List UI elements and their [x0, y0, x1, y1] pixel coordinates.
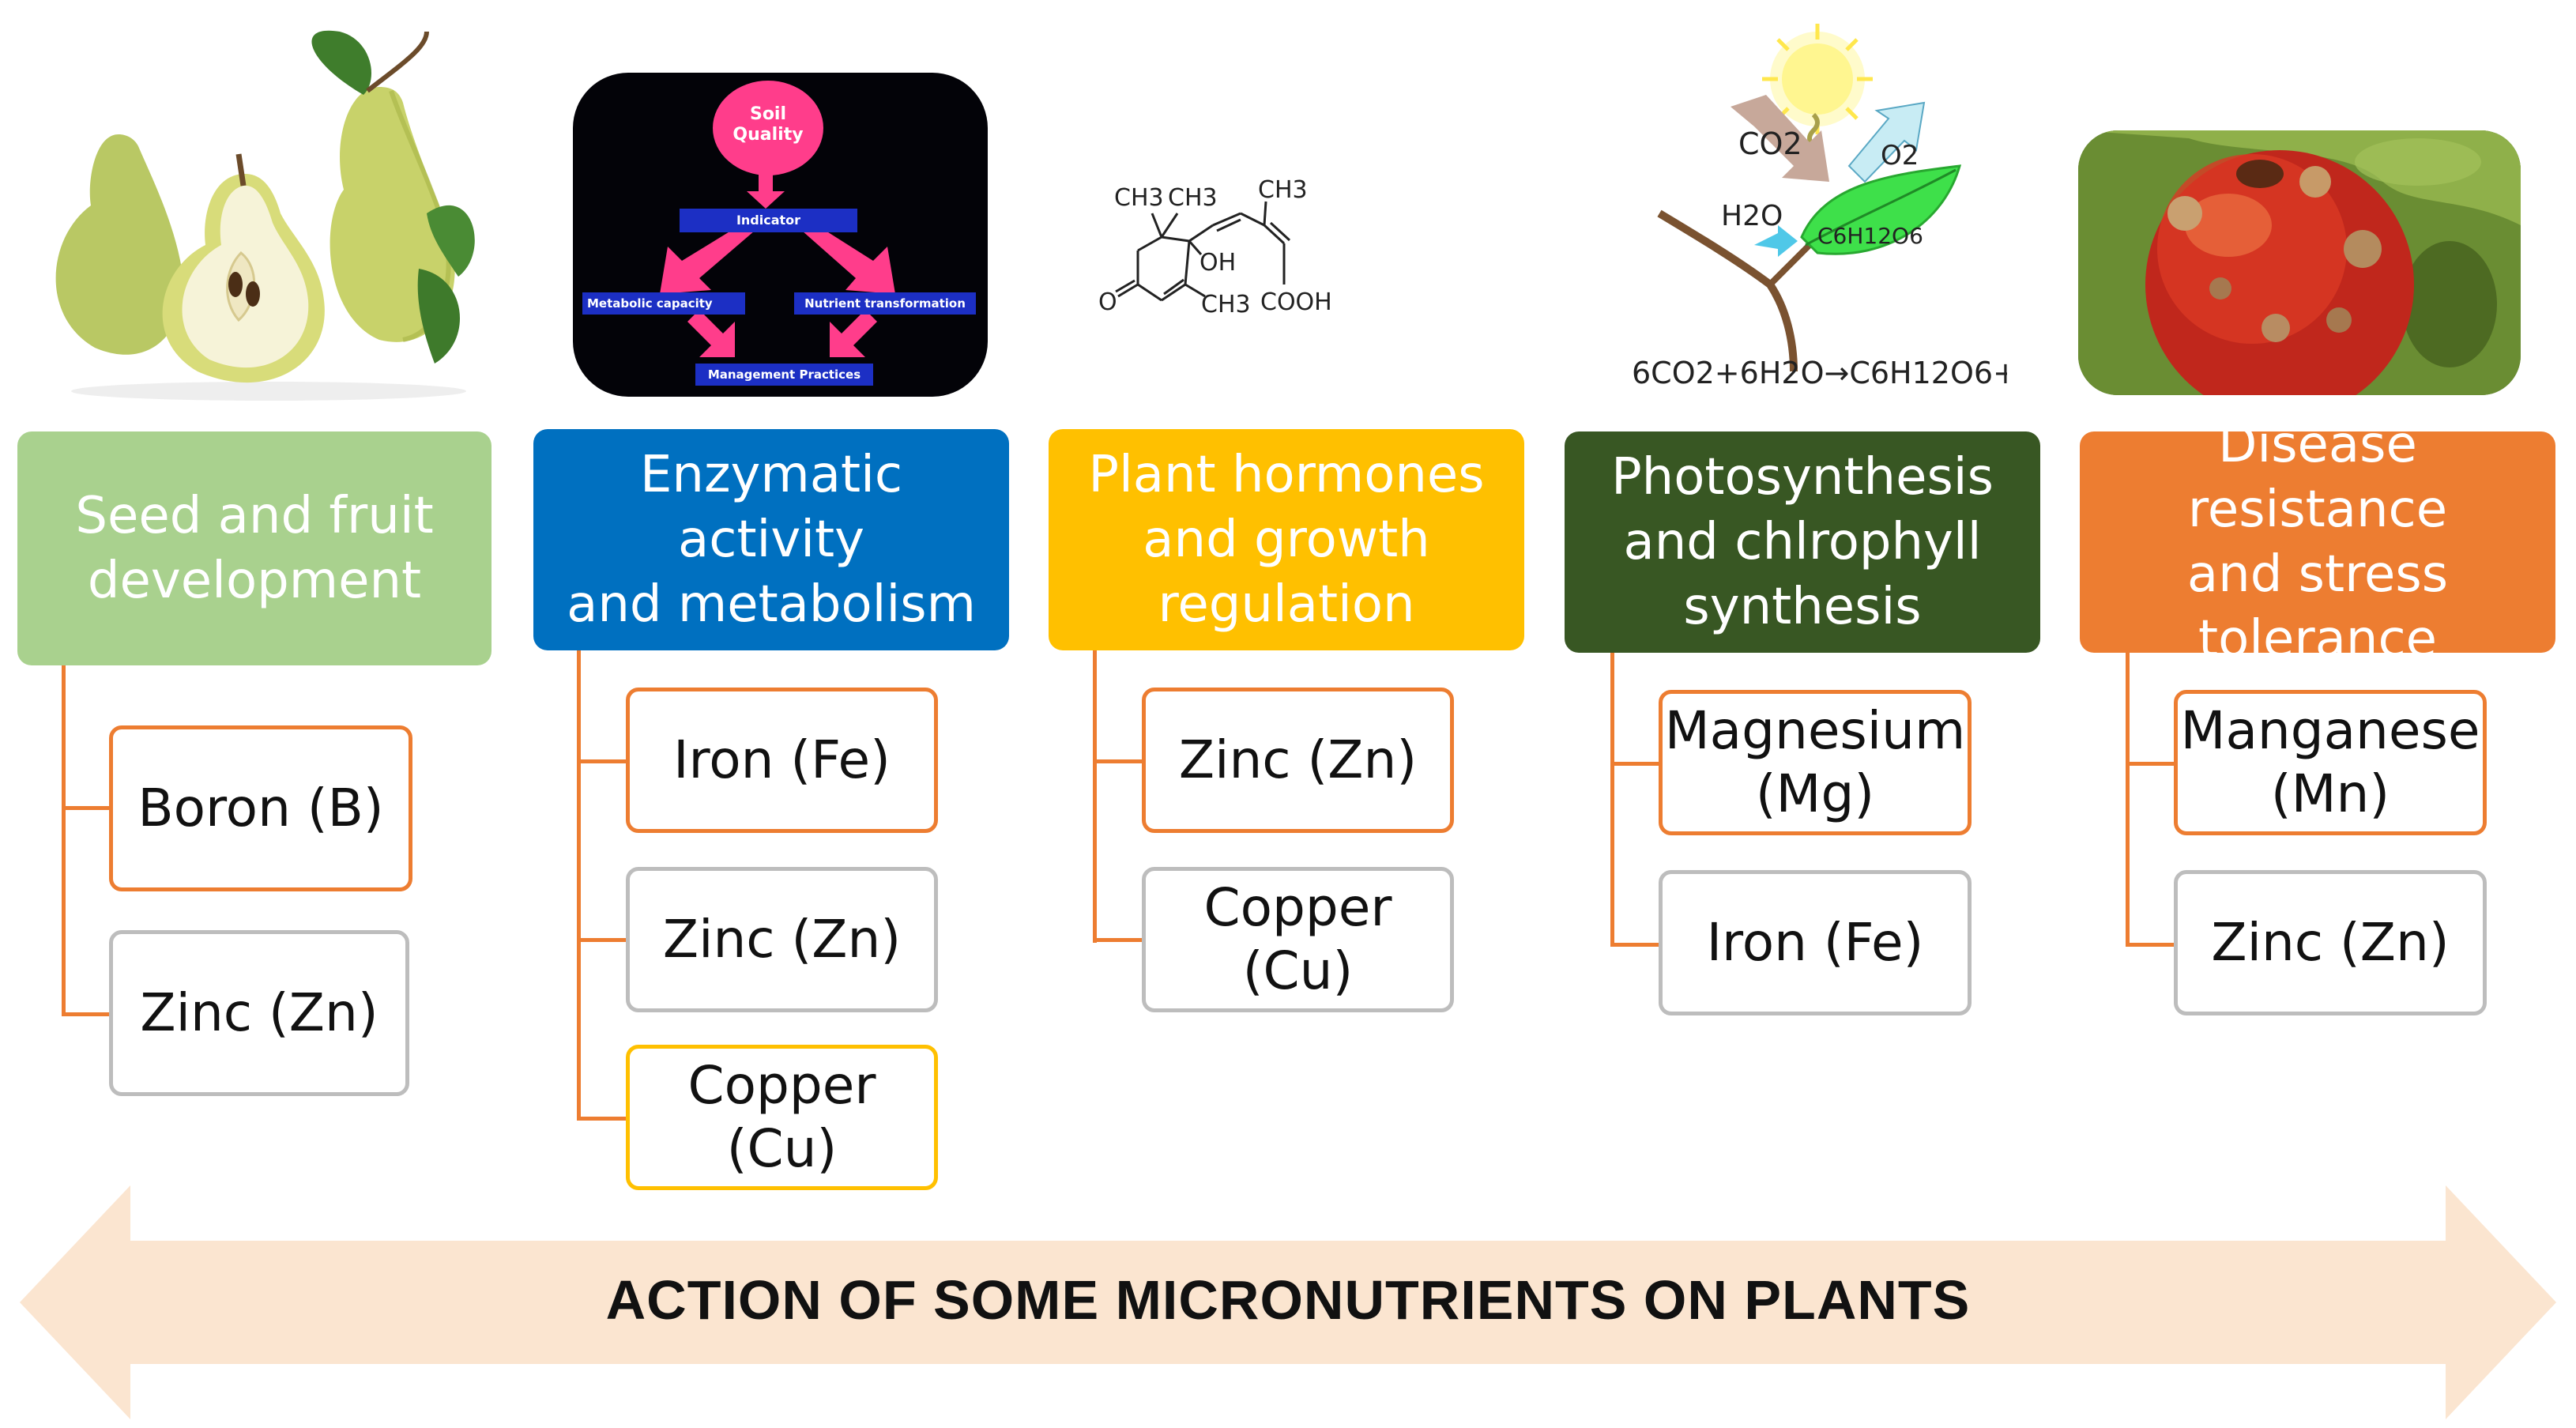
soil-quality-diagram: Soil Quality Indicator Metabolic capacit…: [573, 73, 988, 397]
indicator-bar: Indicator: [680, 209, 857, 232]
nutrient-box-zinc: Zinc (Zn): [626, 867, 938, 1012]
arrow-label: ACTION OF SOME MICRONUTRIENTS ON PLANTS: [605, 1269, 1971, 1331]
diseased-apple-image: [2078, 130, 2521, 395]
connector: [1610, 653, 1614, 947]
o-label: O: [1098, 288, 1117, 316]
oh-label: OH: [1199, 249, 1236, 277]
connector: [1093, 938, 1144, 942]
connector: [62, 665, 66, 1016]
connector: [2126, 762, 2176, 766]
metabolic-capacity-bar: Metabolic capacity: [582, 292, 745, 315]
connector: [577, 759, 628, 763]
soil-diagram-arrows: [660, 81, 895, 357]
cooh-label: COOH: [1260, 288, 1332, 316]
photosynthesis-illustration: CO2 O2 H2O C6H12O6 6CO2+6H2O→C6H12O6+6O2: [1632, 24, 2007, 387]
nutrient-box-zinc: Zinc (Zn): [109, 930, 409, 1096]
nutrient-box-magnesium: Magnesium(Mg): [1659, 690, 1972, 835]
connector: [2126, 943, 2176, 947]
photosynthesis-equation: 6CO2+6H2O→C6H12O6+6O2: [1632, 356, 2007, 387]
nutrient-box-iron: Iron (Fe): [1659, 870, 1972, 1015]
ch3-label-1: CH3: [1114, 184, 1164, 212]
co2-label: CO2: [1738, 126, 1802, 161]
connector: [577, 1117, 628, 1121]
nutrient-box-zinc: Zinc (Zn): [1142, 688, 1454, 833]
connector: [62, 1012, 111, 1016]
nutrient-box-iron: Iron (Fe): [626, 688, 938, 833]
double-arrow: [20, 1185, 2556, 1419]
connector: [62, 806, 111, 810]
connector: [2126, 653, 2130, 947]
ch3-label-4: CH3: [1201, 291, 1251, 318]
connector: [577, 650, 581, 1121]
ch3-label-3: CH3: [1258, 176, 1308, 204]
soil-quality-label: Soil Quality: [733, 104, 804, 145]
nutrient-transformation-bar: Nutrient transformation: [794, 292, 976, 315]
hormone-structure: CH3 CH3 CH3 OH CH3 COOH O: [1098, 176, 1332, 318]
pear-image: [55, 30, 475, 401]
connector: [577, 938, 628, 942]
o2-label: O2: [1881, 140, 1919, 171]
connector: [1610, 762, 1661, 766]
nutrient-box-zinc: Zinc (Zn): [2174, 870, 2487, 1015]
glucose-label: C6H12O6: [1817, 223, 1923, 249]
ch3-label-2: CH3: [1168, 184, 1218, 212]
nutrient-box-manganese: Manganese(Mn): [2174, 690, 2487, 835]
sun-icon: [1762, 24, 1873, 134]
nutrient-box-copper: Copper(Cu): [626, 1045, 938, 1190]
connector: [1093, 759, 1144, 763]
nutrient-box-boron: Boron (B): [109, 725, 412, 891]
connector: [1093, 650, 1097, 943]
connector: [1610, 943, 1661, 947]
h2o-label: H2O: [1721, 200, 1783, 232]
management-practices-bar: Management Practices: [695, 364, 873, 386]
nutrient-box-copper: Copper(Cu): [1142, 867, 1454, 1012]
